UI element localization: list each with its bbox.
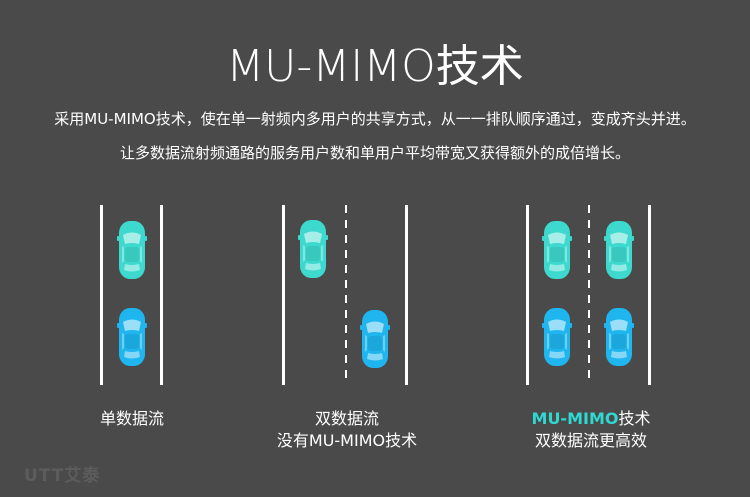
- caption-mu-mimo-line-1: MU-MIMO技术: [506, 408, 676, 430]
- car-icon: [604, 220, 634, 280]
- caption-mu-mimo-accent: MU-MIMO: [531, 409, 619, 428]
- caption-dual-line-1: 双数据流: [314, 409, 379, 428]
- road-dual-stream: [282, 205, 412, 385]
- lane-divider: [345, 205, 347, 385]
- caption-dual-stream: 双数据流 没有MU-MIMO技术: [262, 408, 432, 452]
- brand-logo: UTT艾泰: [24, 466, 101, 486]
- car-icon: [542, 220, 572, 280]
- car-icon: [360, 309, 390, 369]
- caption-mu-mimo: MU-MIMO技术 双数据流更高效: [506, 408, 676, 452]
- road-mu-mimo: [526, 205, 656, 385]
- caption-single-text: 单数据流: [99, 409, 164, 428]
- caption-mu-mimo-line-2: 双数据流更高效: [534, 431, 647, 450]
- road-edge-right: [160, 205, 163, 385]
- description-line-2: 让多数据流射频通路的服务用户数和单用户平均带宽又获得额外的成倍增长。: [119, 144, 630, 162]
- car-icon: [298, 219, 328, 279]
- lane-divider: [588, 205, 590, 385]
- road-edge-left: [526, 205, 529, 385]
- car-icon: [117, 307, 147, 367]
- car-icon: [604, 307, 634, 367]
- car-icon: [117, 220, 147, 280]
- caption-mu-mimo-suffix: 技术: [618, 409, 651, 428]
- road-edge-right: [648, 205, 651, 385]
- caption-dual-line-2: 没有MU-MIMO技术: [276, 431, 418, 450]
- road-edge-left: [100, 205, 103, 385]
- description-line-1: 采用MU-MIMO技术，使在单一射频内多用户的共享方式，从一一排队顺序通过，变成…: [54, 110, 696, 128]
- road-single-stream: [100, 205, 164, 385]
- page-title: MU-MIMO技术: [226, 41, 524, 92]
- caption-single-stream: 单数据流: [92, 408, 172, 430]
- car-icon: [542, 307, 572, 367]
- road-edge-right: [405, 205, 408, 385]
- road-edge-left: [282, 205, 285, 385]
